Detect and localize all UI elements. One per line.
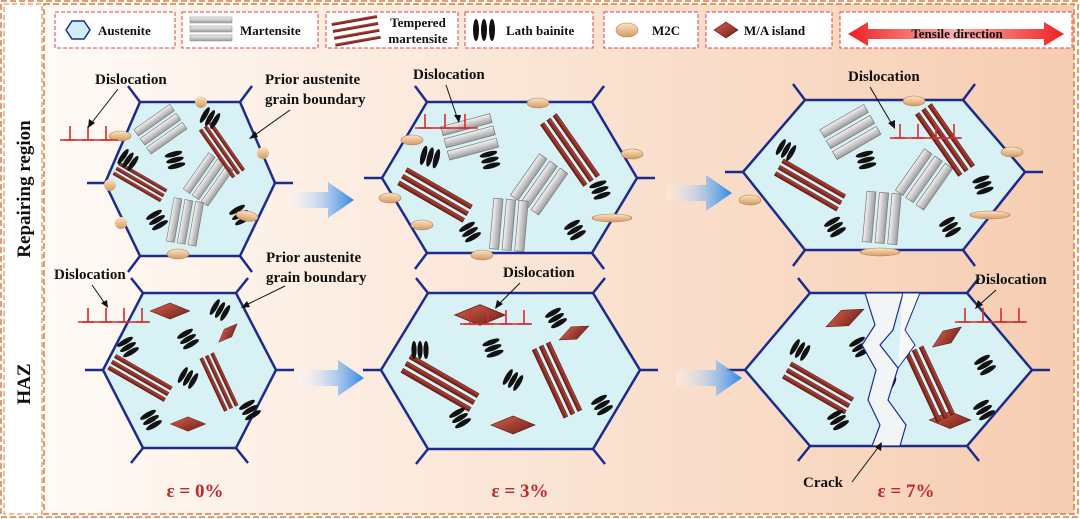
strain-label-1: ε = 3% xyxy=(492,481,549,502)
legend-m2c-label: M2C xyxy=(652,23,680,38)
austenite-icon xyxy=(65,20,91,40)
strain-label-2: ε = 7% xyxy=(878,481,935,502)
legend-bainite-label: Lath bainite xyxy=(506,23,574,38)
crack-region xyxy=(861,292,907,447)
tempered-martensite-icon xyxy=(331,14,381,47)
legend-tempered-label-2: martensite xyxy=(388,31,447,46)
annotation-crack: Crack xyxy=(803,475,844,491)
annotation-dislocation-top-0: Dislocation xyxy=(95,72,167,88)
annotation-dislocation-bottom-0: Dislocation xyxy=(54,267,126,283)
annotation-dislocation-bottom-2: Dislocation xyxy=(975,272,1047,288)
lath-bainite-icon xyxy=(473,19,495,41)
row-label-frame xyxy=(3,3,43,515)
annotation-prior-austenite-top-l1: Prior austenite xyxy=(265,72,360,88)
legend-austenite-label: Austenite xyxy=(98,23,151,38)
grain-haz-1 xyxy=(363,277,658,465)
row-label-repairing: Repairing region xyxy=(14,120,35,258)
annotation-dislocation-top-2: Dislocation xyxy=(848,69,920,85)
grain-haz-0 xyxy=(78,277,294,464)
annotation-prior-austenite-bottom-l2: grain boundary xyxy=(266,270,367,286)
row-label-haz: HAZ xyxy=(14,363,35,404)
m2c-icon xyxy=(615,22,639,38)
annotation-dislocation-top-1: Dislocation xyxy=(413,67,485,83)
legend-tensile-label: Tensile direction xyxy=(911,26,1003,41)
grain-repair-1 xyxy=(364,85,655,270)
annotation-prior-austenite-top-l2: grain boundary xyxy=(265,92,366,108)
annotation-prior-austenite-bottom-l1: Prior austenite xyxy=(266,250,361,266)
ma-island-icon xyxy=(713,21,739,39)
tensile-direction-icon xyxy=(848,22,1064,46)
legend-martensite-label: Martensite xyxy=(240,23,301,38)
legend-tempered-label-1: Tempered xyxy=(390,15,446,30)
strain-label-0: ε = 0% xyxy=(167,481,224,502)
martensite-icon xyxy=(189,16,233,42)
grain-repair-2 xyxy=(725,83,1043,267)
annotation-dislocation-bottom-1: Dislocation xyxy=(503,265,575,281)
grain-haz-2 xyxy=(727,277,1050,462)
grain-repair-0 xyxy=(60,85,293,273)
legend: Austenite Martensite Tempered martensite… xyxy=(54,11,1073,49)
legend-ma-label: M/A island xyxy=(744,23,806,38)
